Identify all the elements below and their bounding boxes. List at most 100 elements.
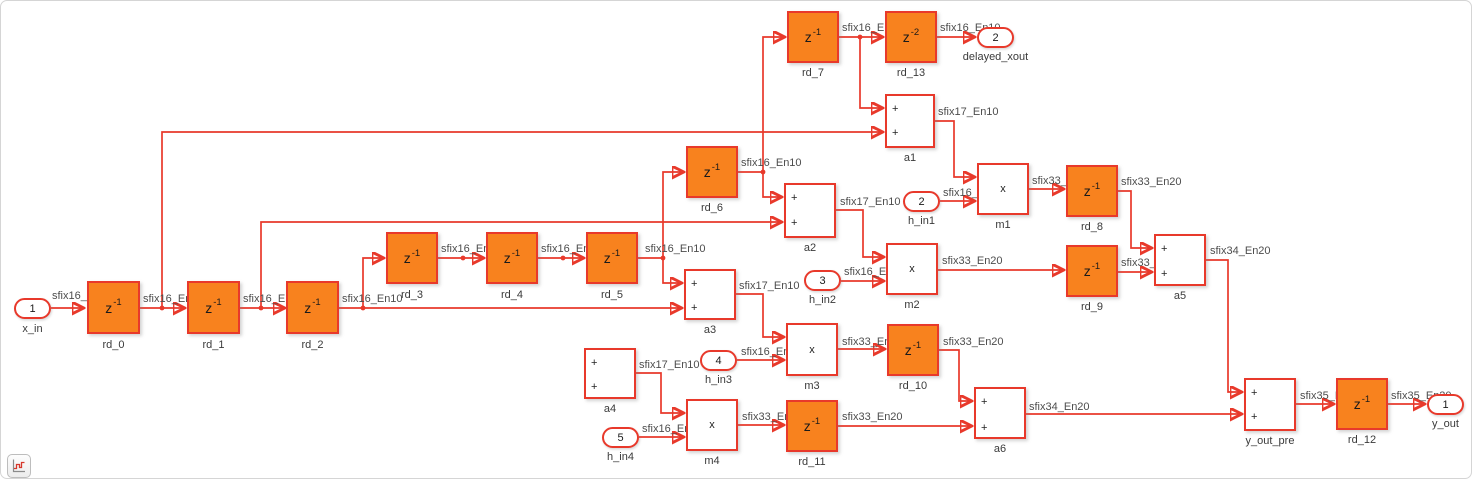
delay-symbol: z-2 [902, 26, 920, 46]
block-label-rd_3: rd_3 [400, 289, 424, 301]
junction-dot [560, 255, 566, 261]
wire-a2-m2[interactable] [836, 209, 883, 257]
block-label-a4: a4 [603, 403, 617, 415]
block-rd_8[interactable]: z-1 [1066, 165, 1118, 217]
signal-label-rd_11-out: sfix33_En20 [842, 411, 903, 423]
delay-symbol: z-1 [703, 161, 721, 181]
wire-a1-m1[interactable] [935, 120, 974, 177]
delay-symbol: z-1 [1083, 260, 1101, 280]
delay-symbol: z-1 [403, 247, 421, 267]
block-a3[interactable]: + + [684, 269, 736, 320]
plus-sign: + [791, 217, 798, 229]
wire-rd_0-a1[interactable] [161, 132, 882, 308]
wire-rd_6-rd_7[interactable] [762, 37, 784, 172]
block-rd_6[interactable]: z-1 [686, 146, 738, 198]
outport-y_out[interactable]: 1 [1427, 394, 1464, 415]
block-label-rd_2: rd_2 [301, 339, 324, 351]
block-rd_4[interactable]: z-1 [486, 232, 538, 284]
block-label-rd_6: rd_6 [700, 202, 724, 214]
inport-h_in1[interactable]: 2 [903, 191, 940, 212]
block-m3[interactable]: x [786, 323, 838, 376]
multiply-sign: x [709, 419, 715, 431]
block-label-rd_0: rd_0 [102, 339, 125, 351]
block-label-m3: m3 [804, 380, 820, 392]
block-label-rd_12: rd_12 [1347, 434, 1377, 446]
block-rd_13[interactable]: z-2 [885, 11, 937, 63]
junction-dot [857, 34, 863, 40]
wire-rd_5-rd_6[interactable] [662, 172, 683, 258]
wire-rd_1-a2[interactable] [260, 222, 781, 308]
block-m1[interactable]: x [977, 163, 1029, 215]
wire-rd_5-a3[interactable] [662, 258, 681, 283]
plus-sign: + [1251, 411, 1258, 423]
inport-h_in4[interactable]: 5 [602, 427, 639, 448]
inport-h_in3[interactable]: 4 [700, 350, 737, 371]
signal-label-a3-out: sfix17_En10 [739, 280, 800, 292]
wire-rd_7-a1[interactable] [859, 37, 882, 108]
port-number: 2 [992, 31, 999, 44]
port-number: 3 [819, 274, 826, 287]
block-m2[interactable]: x [886, 243, 938, 295]
signal-label-rd_6-out: sfix16_En10 [741, 157, 802, 169]
signal-label-a5-out: sfix34_En20 [1210, 245, 1271, 257]
block-a4[interactable]: + + [584, 348, 636, 399]
inport-h_in2[interactable]: 3 [804, 270, 841, 291]
block-a5[interactable]: + + [1154, 234, 1206, 286]
wire-rd_8-a5[interactable] [1118, 190, 1151, 248]
block-rd_12[interactable]: z-1 [1336, 378, 1388, 430]
outport-delayed_xout[interactable]: 2 [977, 27, 1014, 48]
block-rd_1[interactable]: z-1 [187, 281, 240, 334]
block-label-a5: a5 [1173, 290, 1187, 302]
port-label-h_in2: h_in2 [809, 294, 836, 306]
junction-dot [460, 255, 466, 261]
block-a6[interactable]: + + [974, 387, 1026, 439]
port-label-x_in: x_in [22, 323, 43, 335]
sample-time-legend-badge[interactable] [7, 454, 31, 478]
delay-symbol: z-1 [1353, 393, 1371, 413]
wire-a3-m3[interactable] [736, 293, 783, 337]
signal-label-rd_5-out: sfix16_En10 [645, 243, 706, 255]
block-label-rd_9: rd_9 [1080, 301, 1104, 313]
wire-rd_6-a2[interactable] [762, 172, 781, 197]
wire-rd_2-rd_3[interactable] [362, 258, 383, 308]
signal-label-m2-out: sfix33_En20 [942, 255, 1003, 267]
block-rd_10[interactable]: z-1 [887, 324, 939, 376]
plus-sign: + [1161, 268, 1168, 280]
port-label-y_out: y_out [1432, 418, 1459, 430]
wire-rd_10-a6[interactable] [939, 349, 971, 401]
block-m4[interactable]: x [686, 399, 738, 451]
block-label-rd_11: rd_11 [798, 456, 826, 468]
inport-x_in[interactable]: 1 [14, 298, 51, 319]
block-label-rd_10: rd_10 [898, 380, 928, 392]
plus-sign: + [591, 381, 598, 393]
block-label-rd_5: rd_5 [600, 289, 624, 301]
junction-dot [258, 305, 264, 311]
delay-symbol: z-1 [1083, 180, 1101, 200]
block-rd_3[interactable]: z-1 [386, 232, 438, 284]
block-a1[interactable]: + + [885, 94, 935, 148]
plus-sign: + [691, 302, 698, 314]
plus-sign: + [591, 357, 598, 369]
block-rd_7[interactable]: z-1 [787, 11, 839, 63]
block-label-a1: a1 [903, 152, 917, 164]
wire-a4-m4[interactable] [636, 372, 683, 413]
plus-sign: + [892, 127, 899, 139]
block-label-m2: m2 [904, 299, 920, 311]
port-label-h_in3: h_in3 [705, 374, 732, 386]
block-a2[interactable]: + + [784, 183, 836, 238]
block-rd_0[interactable]: z-1 [87, 281, 140, 334]
block-label-rd_7: rd_7 [801, 67, 825, 79]
block-label-rd_1: rd_1 [202, 339, 225, 351]
block-rd_9[interactable]: z-1 [1066, 245, 1118, 297]
wire-a5-y_out_pre[interactable] [1206, 259, 1241, 392]
block-rd_2[interactable]: z-1 [286, 281, 339, 334]
junction-dot [660, 255, 666, 261]
block-rd_5[interactable]: z-1 [586, 232, 638, 284]
block-y_out_pre[interactable]: + + [1244, 378, 1296, 431]
block-label-m4: m4 [704, 455, 720, 467]
port-number: 4 [715, 354, 722, 367]
block-label-y_out_pre: y_out_pre [1245, 435, 1295, 447]
block-rd_11[interactable]: z-1 [786, 400, 838, 452]
